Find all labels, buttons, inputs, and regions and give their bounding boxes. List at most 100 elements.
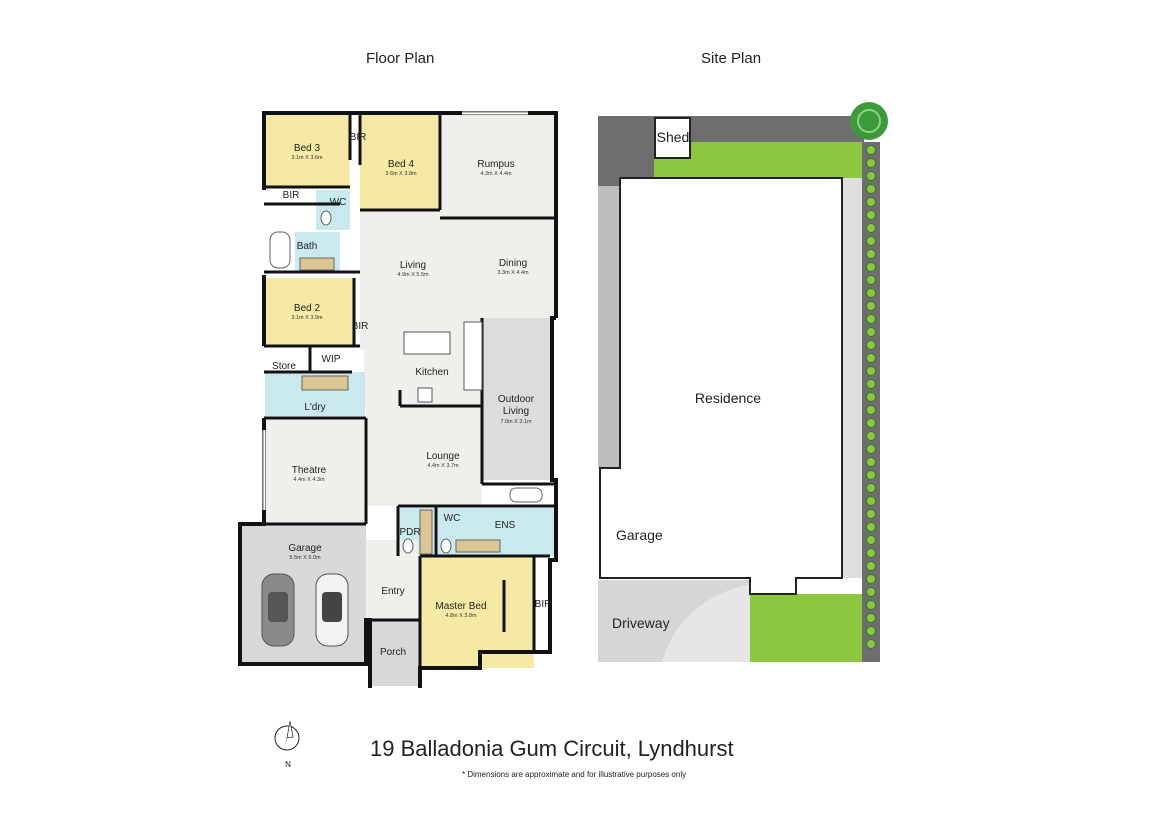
- site-tree: [850, 102, 888, 140]
- laundry-bench: [301, 375, 349, 391]
- bed3-bir-label: BIR: [350, 132, 367, 143]
- compass: N: [274, 720, 300, 769]
- wc2-label: WC: [444, 513, 461, 524]
- lounge-label: Lounge: [426, 451, 460, 462]
- site-plan-heading: Site Plan: [701, 50, 762, 67]
- lounge-dim: 4.4m X 3.7m: [427, 463, 459, 469]
- hedge-shrub: [866, 431, 876, 441]
- hedge-shrub: [866, 197, 876, 207]
- bed2-dim: 3.1m X 3.9m: [291, 315, 323, 321]
- hedge-shrub: [866, 587, 876, 597]
- bed2-room: [264, 278, 354, 346]
- hedge-shrub: [866, 275, 876, 285]
- outdoor-living-area: [482, 318, 552, 480]
- laundry-label: L'dry: [304, 402, 325, 413]
- hedge-shrub: [866, 314, 876, 324]
- hedge-shrub: [866, 236, 876, 246]
- garage-label: Garage: [288, 543, 322, 554]
- lounge-room: [366, 406, 482, 506]
- hedge-shrub: [866, 184, 876, 194]
- hedge-shrub: [866, 262, 876, 272]
- master-label: Master Bed: [435, 601, 486, 612]
- kitchen-island: [403, 331, 451, 355]
- hedge-shrub: [866, 509, 876, 519]
- master-room: [420, 556, 534, 668]
- wc1-label: WC: [330, 197, 347, 208]
- cooktop: [417, 387, 433, 403]
- outdoor-label-1: Outdoor: [498, 394, 535, 405]
- bath-label: Bath: [297, 241, 318, 252]
- hedge-shrub: [866, 327, 876, 337]
- site-plan: Shed Residence Garage Driveway: [598, 102, 888, 662]
- living-dim: 4.9m X 5.5m: [397, 272, 429, 278]
- hedge-shrub: [866, 171, 876, 181]
- hedge-shrub: [866, 548, 876, 558]
- hedge-shrub: [866, 496, 876, 506]
- site-garage-label: Garage: [616, 527, 663, 543]
- dining-dim: 3.3m X 4.4m: [497, 270, 529, 276]
- compass-north-label: N: [285, 760, 291, 769]
- hedge-shrub: [866, 535, 876, 545]
- dining-label: Dining: [499, 258, 527, 269]
- bed4-dim: 3.6m X 3.8m: [385, 171, 417, 177]
- ens-toilet: [440, 538, 452, 554]
- theatre-label: Theatre: [292, 465, 327, 476]
- hedge-shrub: [866, 522, 876, 532]
- wip-label: WIP: [322, 354, 341, 365]
- ens-bath: [509, 487, 543, 503]
- garage-dim: 5.5m X 6.0m: [289, 555, 321, 561]
- bed3-room: [264, 115, 350, 187]
- bed4-room: [360, 115, 440, 210]
- kitchen-label: Kitchen: [415, 367, 448, 378]
- living-label: Living: [400, 260, 426, 271]
- hedge-shrub: [866, 353, 876, 363]
- master-dim: 4.8m X 3.8m: [445, 613, 477, 619]
- wc1-toilet: [320, 210, 332, 226]
- porch-label: Porch: [380, 647, 406, 658]
- entry-label: Entry: [381, 586, 404, 597]
- theatre-room: [264, 418, 364, 524]
- hedge-shrub: [866, 457, 876, 467]
- hedge-shrub: [866, 223, 876, 233]
- hedge-shrub: [866, 418, 876, 428]
- rumpus-room: [442, 115, 554, 218]
- outdoor-label-2: Living: [503, 406, 529, 417]
- pdr-toilet: [402, 538, 414, 554]
- theatre-dim: 4.4m X 4.3m: [293, 477, 325, 483]
- wc1-room: [316, 190, 350, 230]
- hedge-shrub: [866, 561, 876, 571]
- bed2-label: Bed 2: [294, 303, 321, 314]
- garage-cars: [261, 573, 349, 647]
- compass-icon: [274, 725, 300, 751]
- bed3-label: Bed 3: [294, 143, 321, 154]
- hedge-shrub: [866, 470, 876, 480]
- pdr-vanity: [419, 509, 433, 555]
- site-side-path: [598, 186, 622, 468]
- porch-area: [370, 620, 420, 686]
- hedge-shrub: [866, 600, 876, 610]
- ens-vanity: [455, 539, 501, 553]
- bed4-label: Bed 4: [388, 159, 415, 170]
- bathtub: [269, 231, 291, 269]
- site-hedge: [866, 145, 876, 649]
- hedge-shrub: [866, 613, 876, 623]
- rumpus-label: Rumpus: [477, 159, 514, 170]
- disclaimer: * Dimensions are approximate and for ill…: [462, 770, 687, 779]
- bed3-dim: 3.1m X 3.6m: [291, 155, 323, 161]
- floor-plan: Bed 3 3.1m X 3.6m BIR Bed 4 3.6m X 3.8m …: [238, 111, 558, 688]
- hedge-shrub: [866, 301, 876, 311]
- master-bir-label: BIR: [535, 599, 552, 610]
- ens-label: ENS: [495, 520, 516, 531]
- site-driveway-label: Driveway: [612, 615, 670, 631]
- hedge-shrub: [866, 366, 876, 376]
- hedge-shrub: [866, 444, 876, 454]
- site-shed: [654, 117, 691, 159]
- hedge-shrub: [866, 249, 876, 259]
- hedge-shrub: [866, 145, 876, 155]
- hedge-shrub: [866, 210, 876, 220]
- hedge-shrub: [866, 639, 876, 649]
- store-label: Store: [272, 361, 296, 372]
- site-front-lawn: [750, 594, 862, 662]
- pdr-label: PDR: [399, 527, 420, 538]
